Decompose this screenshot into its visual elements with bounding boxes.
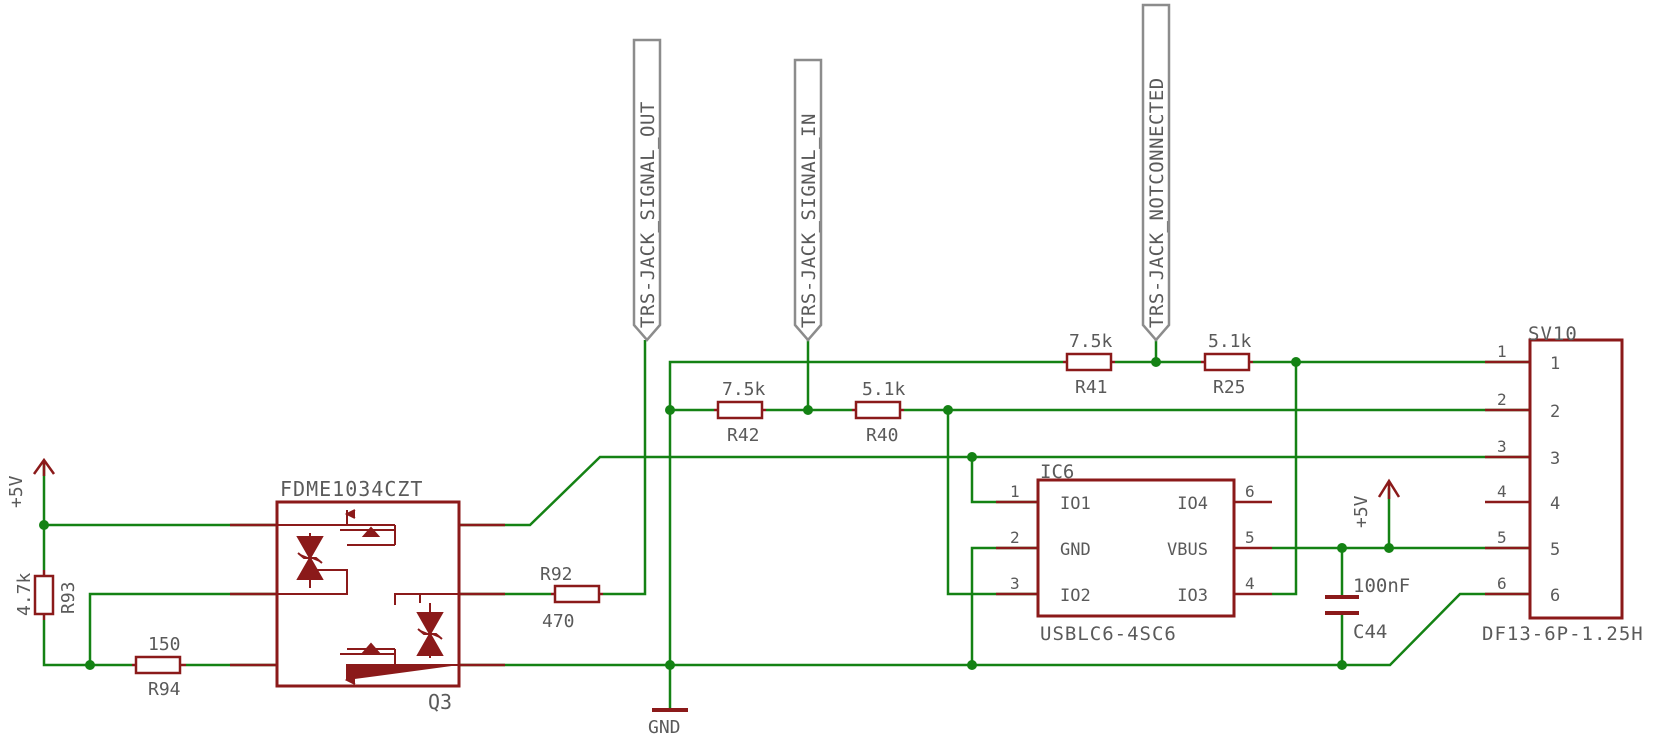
supply-label: +5V [1351, 495, 1372, 528]
capacitor-name: C44 [1353, 621, 1387, 643]
resistor-r42: 7.5k R42 [714, 379, 766, 446]
pin-label: 2 [1550, 402, 1560, 422]
pin-number: 5 [1245, 528, 1255, 547]
resistor-r93: 4.7k R93 [14, 570, 79, 620]
resistor-name: R92 [540, 564, 573, 585]
net-port-signal-out: TRS-JACK_SIGNAL_OUT [632, 38, 662, 342]
pin-number: 6 [1245, 482, 1255, 501]
resistor-name: R94 [148, 679, 181, 700]
tvs-diode-icon [296, 536, 324, 580]
pin-label: IO3 [1177, 586, 1208, 606]
capacitor-value: 100nF [1353, 575, 1410, 597]
wire-r93-bottom [42, 620, 132, 667]
wire-r92-to-signal-out [603, 340, 647, 596]
q3-value: FDME1034CZT [280, 477, 423, 501]
resistor-name: R41 [1075, 377, 1108, 398]
junction-dot [665, 405, 675, 415]
connector-value: DF13-6P-1.25H [1482, 623, 1644, 645]
pin-number: 1 [1497, 342, 1507, 361]
net-port-label: TRS-JACK_NOTCONNECTED [1146, 77, 1168, 328]
net-port-label: TRS-JACK_SIGNAL_OUT [637, 101, 659, 328]
pin-label: IO4 [1177, 494, 1208, 514]
pin-number: 5 [1497, 528, 1507, 547]
pin-number: 4 [1497, 482, 1507, 501]
ic6-name: IC6 [1040, 461, 1074, 483]
junction-dot [1337, 660, 1347, 670]
pin-number: 3 [1010, 574, 1020, 593]
supply-label: +5V [6, 475, 27, 508]
pin-number: 4 [1245, 574, 1255, 593]
transistor-q3: FDME1034CZT Q3 [230, 477, 505, 714]
resistor-r92: R92 470 [540, 564, 603, 632]
junction-dot [1337, 543, 1347, 553]
resistor-value: 4.7k [14, 572, 35, 616]
resistor-name: R93 [58, 581, 79, 614]
pin-number: 2 [1010, 528, 1020, 547]
tvs-diode-icon [416, 612, 444, 656]
resistor-name: R40 [866, 425, 899, 446]
ic6-value: USBLC6-4SC6 [1040, 623, 1177, 645]
capacitor-c44: 100nF C44 [1325, 575, 1410, 643]
capacitor-icon [1325, 595, 1359, 615]
resistor-value: 7.5k [722, 379, 766, 400]
resistor-r41: 7.5k R41 [1063, 331, 1115, 398]
supply-arrow-icon [1377, 478, 1401, 499]
supply-5v-right: +5V [1351, 478, 1401, 528]
connector-name: SV10 [1528, 323, 1578, 345]
resistor-value: 5.1k [1208, 331, 1252, 352]
pin-number: 2 [1497, 390, 1507, 409]
pin-label: 1 [1550, 354, 1560, 374]
pin-label: 3 [1550, 449, 1560, 469]
junction-dot [85, 660, 95, 670]
pin-label: VBUS [1167, 540, 1208, 560]
resistor-name: R25 [1213, 377, 1246, 398]
net-port-not-connected: TRS-JACK_NOTCONNECTED [1141, 3, 1171, 342]
supply-arrow-icon [32, 457, 56, 476]
net-port-signal-in: TRS-JACK_SIGNAL_IN [793, 58, 823, 342]
junction-dot [1291, 357, 1301, 367]
net-port-label: TRS-JACK_SIGNAL_IN [798, 113, 820, 328]
junction-dot [967, 660, 977, 670]
mosfet-icon [340, 509, 396, 546]
resistor-value: 470 [542, 611, 575, 632]
resistor-r40: 5.1k R40 [852, 379, 906, 446]
wire-ic6-io3 [1272, 362, 1298, 596]
junction-dot [665, 660, 675, 670]
resistor-value: 7.5k [1069, 331, 1113, 352]
ground-label: GND [648, 717, 681, 738]
wire-gnd-vertical [668, 360, 1063, 708]
pin-label: GND [1060, 540, 1091, 560]
junction-dot [39, 520, 49, 530]
junctions [39, 357, 1394, 670]
pin-label: 5 [1550, 540, 1560, 560]
pin-number: 1 [1010, 482, 1020, 501]
pin-label: 6 [1550, 586, 1560, 606]
pin-label: 4 [1550, 494, 1560, 514]
pin-number: 3 [1497, 437, 1507, 456]
junction-dot [943, 405, 953, 415]
mosfet-icon [340, 642, 459, 685]
junction-dot [803, 405, 813, 415]
resistor-value: 150 [148, 634, 181, 655]
connector-sv10: SV10 DF13-6P-1.25H 1 2 3 4 5 6 1 2 3 4 5… [1482, 323, 1644, 645]
wire-ic6-io1 [970, 457, 1038, 504]
q3-name: Q3 [428, 690, 452, 714]
pin-label: IO2 [1060, 586, 1091, 606]
resistor-name: R42 [727, 425, 760, 446]
ground-symbol: GND [648, 708, 688, 738]
junction-dot [967, 452, 977, 462]
resistor-r94: 150 R94 [132, 634, 186, 700]
pin-label: IO1 [1060, 494, 1091, 514]
resistor-r25: 5.1k R25 [1201, 331, 1253, 398]
resistor-value: 5.1k [862, 379, 906, 400]
junction-dot [1384, 543, 1394, 553]
wire-node-r94 [88, 592, 277, 665]
junction-dot [1151, 357, 1161, 367]
ic-ic6: IC6 USBLC6-4SC6 1 2 3 IO1 GND IO2 6 5 4 … [996, 461, 1272, 645]
pin-number: 6 [1497, 574, 1507, 593]
wire-ic6-gnd [970, 546, 1038, 665]
supply-5v-left: +5V [6, 457, 56, 508]
